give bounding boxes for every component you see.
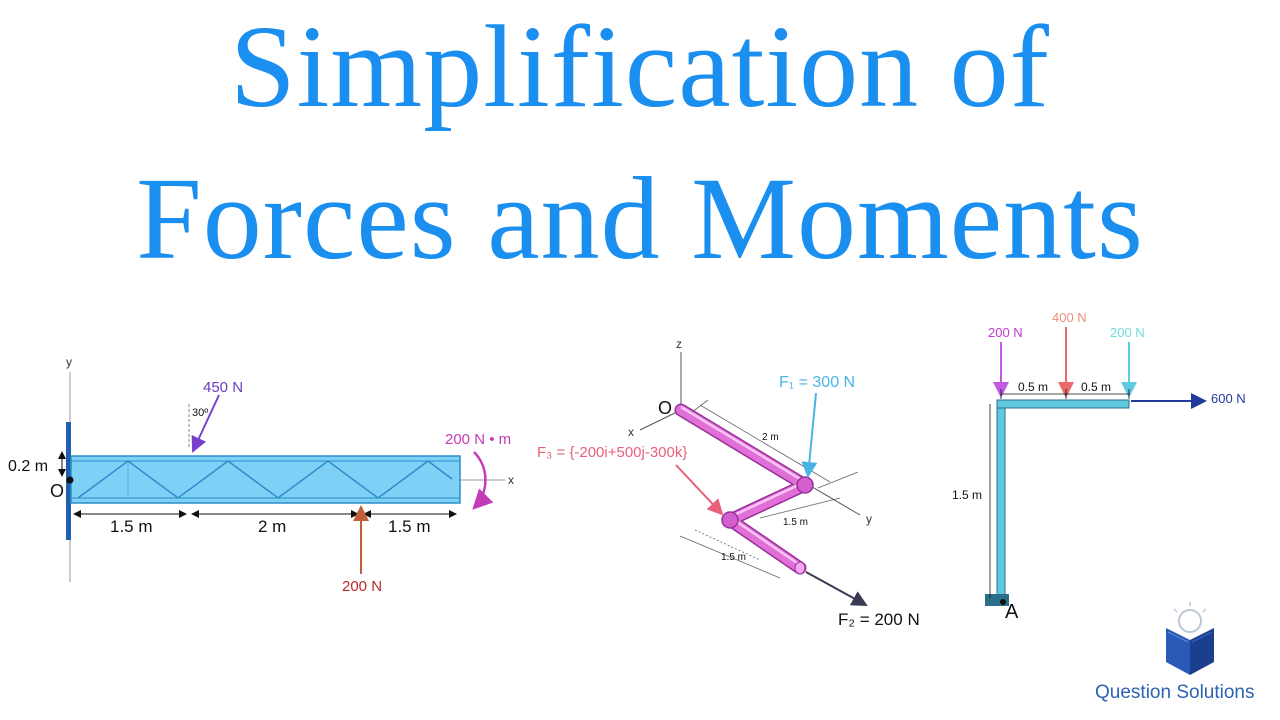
seg-1-label: 0.5 m	[1018, 380, 1048, 394]
y-axis-label-3d: y	[866, 512, 872, 526]
f2-label: F₂ = 200 N	[838, 610, 920, 629]
truss-web	[77, 460, 453, 499]
brand-name: Question Solutions	[1095, 682, 1255, 703]
x-axis-label-3d: x	[628, 425, 634, 439]
lightbulb-book-logo-icon	[1166, 602, 1214, 675]
origin-label: O	[50, 481, 64, 501]
angle-label: 30º	[192, 407, 208, 419]
seg-2-label: 0.5 m	[1081, 380, 1111, 394]
span-1-label: 1.5 m	[110, 517, 153, 536]
dim-1-5m-a-label: 1.5 m	[783, 517, 808, 528]
point-a-marker	[1000, 599, 1006, 605]
pipe-elbow-1	[796, 476, 814, 494]
force-right-200-label: 200 N	[1110, 325, 1145, 340]
force-mid-400-label: 400 N	[1052, 310, 1087, 325]
pipe-elbow-2	[721, 511, 739, 529]
moment-label: 200 N • m	[445, 431, 511, 448]
pipe-origin-label: O	[658, 398, 672, 418]
frame-diagram: A 200 N 400 N 200 N 600 N 0.5 m 0.5 m 1.…	[952, 310, 1246, 623]
f3-arrow	[675, 464, 724, 516]
force-450-arrow	[191, 394, 220, 453]
pipe-end-cap	[794, 561, 806, 575]
pipe-diagram: z x y O 2 m 1.5 m 1.5 m F₁ = 300 N F₃ = …	[537, 337, 920, 629]
moment-arrow	[472, 451, 494, 510]
frame-vertical-member	[996, 399, 1006, 601]
title-line-1: Simplification of	[230, 1, 1050, 132]
y-axis-label: y	[66, 355, 72, 369]
span-2-label: 2 m	[258, 517, 286, 536]
span-3-label: 1.5 m	[388, 517, 431, 536]
f1-label: F₁ = 300 N	[779, 374, 855, 391]
truss-beam	[70, 455, 461, 504]
pipe-body	[676, 405, 810, 573]
dim-1-5m-a-line	[759, 497, 841, 519]
x-axis-label: x	[508, 473, 514, 487]
dim-2m-tick-1	[691, 399, 709, 413]
frame-horizontal-member	[996, 399, 1130, 409]
force-450-label: 450 N	[203, 379, 243, 396]
height-label: 0.2 m	[8, 458, 48, 475]
force-200-label: 200 N	[342, 578, 382, 595]
dim-2m-tick-2	[817, 471, 859, 489]
title-line-2: Forces and Moments	[136, 153, 1144, 284]
frame-height-label: 1.5 m	[952, 488, 982, 502]
dim-2m-label: 2 m	[762, 432, 779, 443]
origin-point	[66, 476, 74, 484]
x-axis-line-3d	[639, 409, 682, 431]
f2-arrow	[805, 571, 868, 606]
f1-arrow	[801, 392, 818, 478]
force-600-label: 600 N	[1211, 391, 1246, 406]
f3-label: F₃ = {-200i+500j-300k}	[537, 444, 687, 461]
beam-diagram: y x O 0.2 m 30º 450 N 200 N • m 1.5 m 2 …	[8, 355, 514, 595]
dim-1-5m-b-label: 1.5 m	[721, 552, 746, 563]
pipe-highlight	[680, 405, 807, 567]
dim-1-5m-b-line	[679, 535, 781, 579]
force-left-200-label: 200 N	[988, 325, 1023, 340]
point-a-label: A	[1005, 601, 1019, 623]
z-axis-label: z	[676, 337, 682, 351]
